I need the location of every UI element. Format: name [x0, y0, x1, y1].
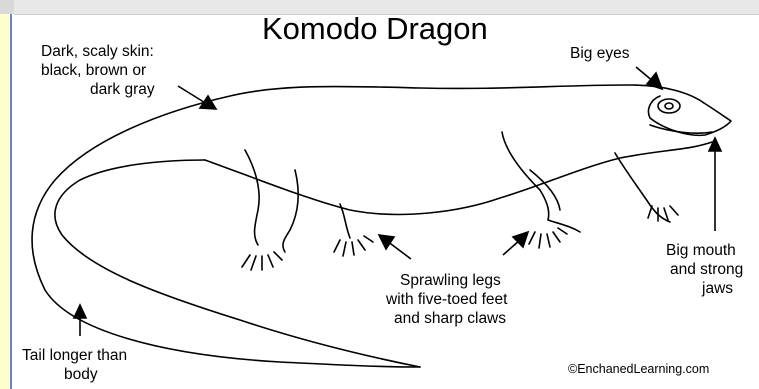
label-legs-line-1: Sprawling legs — [400, 272, 501, 290]
arrow-legs-left-head — [379, 235, 394, 249]
dragon-belly-outline — [205, 142, 712, 214]
label-tail-line-1: Tail longer than — [22, 347, 127, 365]
label-mouth-line-3: jaws — [702, 280, 733, 298]
label-mouth-line-1: Big mouth — [666, 242, 736, 260]
front-leg-far — [615, 153, 670, 222]
label-mouth-line-2: and strong — [670, 261, 743, 279]
label-legs-line-2: with five-toed feet — [386, 291, 507, 309]
arrow-skin-line — [178, 86, 207, 104]
label-skin-line-3: dark gray — [90, 81, 155, 99]
hind-leg-near — [245, 150, 259, 245]
front-leg-near — [502, 132, 580, 232]
eye-inner — [665, 103, 673, 109]
hind-leg-near-2 — [283, 170, 298, 252]
label-eyes: Big eyes — [570, 45, 629, 63]
arrow-tail-head — [74, 305, 86, 318]
label-skin-line-1: Dark, scaly skin: — [41, 43, 154, 61]
claws-hind-mid — [334, 236, 373, 256]
credit-text: ©EnchanedLearning.com — [568, 362, 709, 376]
dragon-mouth-line — [650, 125, 712, 133]
label-skin-line-2: black, brown or — [41, 62, 146, 80]
label-tail-line-2: body — [64, 366, 98, 384]
eye-outer — [658, 99, 680, 113]
label-legs-line-3: and sharp claws — [394, 310, 506, 328]
arrow-legs-left-line — [387, 241, 411, 259]
diagram-title: Komodo Dragon — [262, 11, 488, 47]
dragon-back-outline — [32, 85, 704, 367]
front-leg-near-inner — [530, 170, 560, 210]
dragon-tail-lower-outline — [55, 160, 420, 367]
claws-hind-near — [242, 252, 282, 270]
claws-front-near — [529, 228, 567, 248]
arrow-mouth-head — [709, 138, 721, 151]
